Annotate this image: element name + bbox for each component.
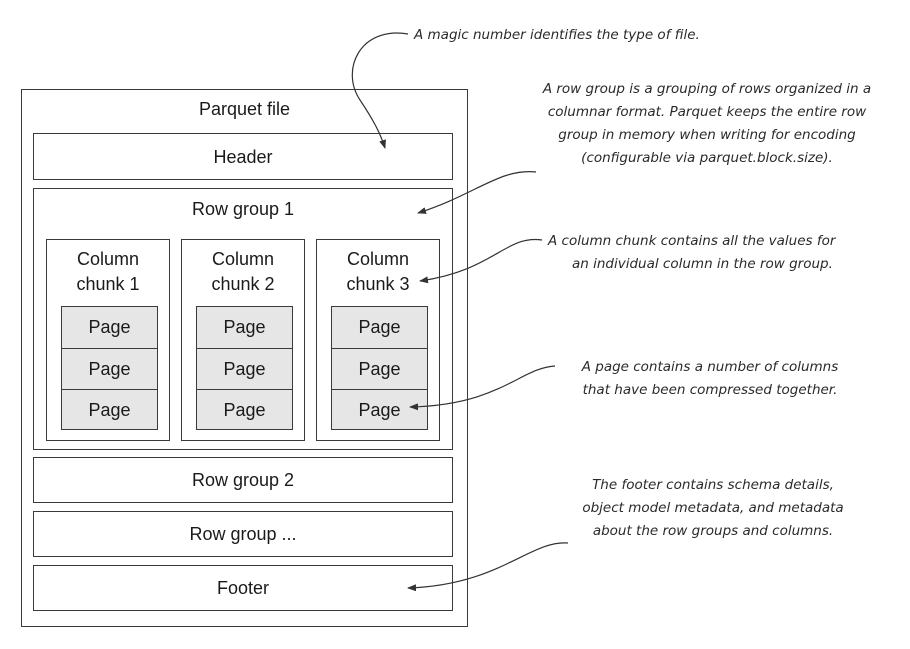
row-group-2-box: Row group 2 <box>33 457 453 503</box>
column-chunk-1-line1: Column <box>76 249 140 269</box>
footer-label: Footer <box>216 578 270 598</box>
page: Page <box>88 317 131 337</box>
annotation-line: A row group is a grouping of rows organi… <box>542 81 872 97</box>
magic-number-arrow <box>351 32 409 149</box>
page: Page <box>62 348 157 389</box>
column-chunk-2-pages: Page Page Page <box>196 306 293 430</box>
footer-box: Footer <box>33 565 453 611</box>
footer-arrow <box>407 542 569 592</box>
page: Page <box>197 389 292 430</box>
annotation-line: that have been compressed together. <box>582 382 838 398</box>
annotation-line: an individual column in the row group. <box>572 256 833 272</box>
annotation-line: The footer contains schema details, <box>592 477 834 493</box>
header-label: Header <box>213 147 273 167</box>
column-chunk-1-line2: chunk 1 <box>76 274 140 294</box>
column-chunk-3-box: Column chunk 3 Page Page Page <box>316 239 440 441</box>
annotation-line: A page contains a number of columns <box>581 359 839 375</box>
page: Page <box>332 389 427 430</box>
page-arrow <box>409 365 556 411</box>
annotation-line: columnar format. Parquet keeps the entir… <box>547 104 867 120</box>
parquet-file-title: Parquet file <box>198 99 291 119</box>
column-chunk-1-box: Column chunk 1 Page Page Page <box>46 239 170 441</box>
row-group-more-box: Row group ... <box>33 511 453 557</box>
annotation-line: A magic number identifies the type of fi… <box>414 27 700 43</box>
page: Page <box>358 317 401 337</box>
row-group-2-label: Row group 2 <box>191 470 295 490</box>
annotation-line: object model metadata, and metadata <box>582 500 844 516</box>
row-group-arrow <box>417 171 537 214</box>
column-chunk-3-line1: Column <box>346 249 410 269</box>
page: Page <box>332 348 427 389</box>
column-chunk-1-pages: Page Page Page <box>61 306 158 430</box>
column-chunk-2-line2: chunk 2 <box>211 274 275 294</box>
row-group-more-label: Row group ... <box>189 524 297 544</box>
column-chunk-annotation: A column chunk contains all the values f… <box>536 230 896 276</box>
page-annotation: A page contains a number of columns that… <box>540 356 880 402</box>
column-chunk-arrow <box>419 238 543 284</box>
annotation-line: A column chunk contains all the values f… <box>548 233 836 249</box>
magic-number-annotation: A magic number identifies the type of fi… <box>414 24 794 47</box>
column-chunk-2-box: Column chunk 2 Page Page Page <box>181 239 305 441</box>
column-chunk-3-line2: chunk 3 <box>346 274 410 294</box>
row-group-1-title: Row group 1 <box>191 199 295 219</box>
page: Page <box>197 348 292 389</box>
row-group-annotation: A row group is a grouping of rows organi… <box>512 78 902 170</box>
column-chunk-2-line1: Column <box>211 249 275 269</box>
annotation-line: (configurable via parquet.block.size). <box>581 150 833 166</box>
page: Page <box>223 317 266 337</box>
page: Page <box>62 389 157 430</box>
annotation-line: group in memory when writing for encodin… <box>558 127 856 143</box>
footer-annotation: The footer contains schema details, obje… <box>548 474 878 543</box>
annotation-line: about the row groups and columns. <box>592 523 834 539</box>
